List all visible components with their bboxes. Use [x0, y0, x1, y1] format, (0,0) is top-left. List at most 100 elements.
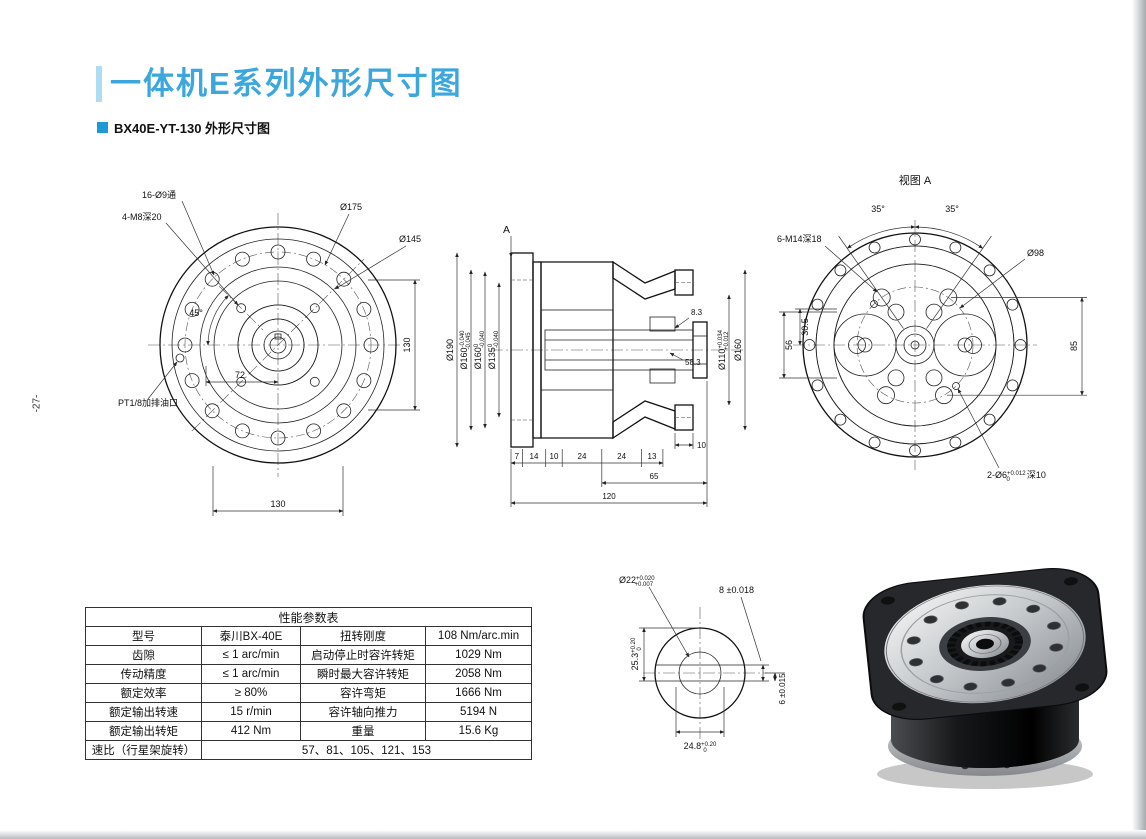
- dim-label-4-m8: 4-M8深20: [122, 212, 162, 222]
- dim-label-58-3: 58.3: [685, 358, 701, 367]
- subtitle: BX40E-YT-130 外形尺寸图: [97, 118, 270, 137]
- table-cell: 额定效率: [85, 683, 202, 703]
- dim-label-130-horizontal: 130: [270, 499, 285, 509]
- dim-label-oil-port: PT1/8加排油口: [118, 397, 178, 408]
- table-cell: 1666 Nm: [424, 683, 533, 703]
- title-accent-bar: [96, 66, 102, 102]
- section-geometry: [510, 252, 708, 448]
- dim-label-65: 65: [650, 472, 659, 481]
- table-cell: 108 Nm/arc.min: [424, 626, 533, 646]
- dim-label-d160-b: Ø1600-0.040: [473, 330, 486, 369]
- table-cell: ≤ 1 arc/min: [201, 664, 301, 684]
- table-row: 额定输出转矩 412 Nm 重量 15.6 Kg: [85, 721, 533, 741]
- detail-centerlines: [643, 607, 767, 741]
- section-arrow-label-a: A: [503, 224, 510, 236]
- table-cell: 15.6 Kg: [424, 721, 533, 741]
- table-cell: 传动精度: [85, 664, 202, 684]
- shaft-detail-drawing: Ø22+0.020+0.007 8 ±0.018 25.3+0.200 6 ±0…: [619, 575, 787, 754]
- photo-gear-teeth: [947, 621, 1023, 667]
- dim-label-72: 72: [235, 370, 245, 380]
- dim-label-85: 85: [1069, 341, 1079, 351]
- rear-pin-holes: [870, 300, 960, 390]
- table-cell: 5194 N: [424, 702, 533, 722]
- table-cell: ≤ 1 arc/min: [201, 645, 301, 665]
- table-cell-ratio-values: 57、81、105、121、153: [200, 740, 533, 760]
- table-ratio-row: 速比（行星架旋转） 57、81、105、121、153: [85, 740, 533, 760]
- table-cell-ratio-label: 速比（行星架旋转）: [85, 740, 202, 760]
- table-row: 额定输出转速 15 r/min 容许轴向推力 5194 N: [85, 702, 533, 722]
- photo-bolt-holes: [906, 597, 1064, 691]
- table-cell: 额定输出转速: [85, 702, 202, 722]
- table-cell: 1029 Nm: [424, 645, 533, 665]
- table-cell: 15 r/min: [201, 702, 301, 722]
- page-edge-bottom: [0, 830, 1146, 839]
- rear-inner-holes: [887, 303, 943, 387]
- front-geometry: [159, 226, 397, 464]
- front-view-drawing: 16-Ø9通 4-M8深20 Ø175 Ø145 45° PT1/8加排油口 7…: [118, 190, 421, 516]
- front-m8-holes: [236, 303, 320, 387]
- table-cell: 扭转刚度: [300, 626, 426, 646]
- table-title-row: 性能参数表: [84, 607, 533, 627]
- dim-label-d160-right: Ø160: [733, 339, 743, 361]
- dim-label-24a: 24: [578, 452, 587, 461]
- dim-label-d110: Ø110+0.034+0.012: [717, 329, 730, 370]
- view-a-title: 视图 A: [899, 173, 932, 187]
- dim-label-25-3: 25.3+0.200: [630, 637, 643, 670]
- table-cell: 重量: [300, 721, 426, 741]
- table-cell: 412 Nm: [201, 721, 301, 741]
- dim-label-d98: Ø98: [1027, 248, 1044, 258]
- table-cell: 容许轴向推力: [300, 702, 426, 722]
- table-cell: 容许弯矩: [300, 683, 426, 703]
- dim-label-8-3: 8.3: [691, 308, 703, 317]
- section-view-drawing: A Ø190 Ø160-0.040-0.045 Ø1600-0.040 Ø135…: [445, 224, 747, 507]
- dim-label-56: 56: [784, 340, 794, 350]
- rear-view-drawing: 视图 A: [777, 173, 1087, 483]
- table-cell: ≥ 80%: [201, 683, 301, 703]
- front-dimensions: 16-Ø9通 4-M8深20 Ø175 Ø145 45° PT1/8加排油口 7…: [118, 190, 421, 516]
- dim-label-6-m14: 6-M14深18: [777, 234, 822, 244]
- table-cell: 齿隙: [85, 645, 202, 665]
- table-cell: 型号: [85, 626, 202, 646]
- table-cell: 额定输出转矩: [85, 721, 202, 741]
- table-title: 性能参数表: [84, 607, 533, 627]
- subtitle-bullet-icon: [97, 122, 108, 133]
- dim-label-16-holes: 16-Ø9通: [142, 190, 176, 200]
- page-title: 一体机E系列外形尺寸图: [110, 66, 463, 101]
- dim-label-120: 120: [602, 492, 616, 501]
- table-row: 额定效率 ≥ 80% 容许弯矩 1666 Nm: [85, 683, 533, 703]
- dim-label-d160-a: Ø160-0.040-0.045: [459, 330, 472, 370]
- dim-label-45deg: 45°: [189, 308, 203, 318]
- table-cell: 瞬时最大容许转矩: [300, 664, 426, 684]
- table-cell: 泰川BX-40E: [201, 626, 301, 646]
- table-cell: 2058 Nm: [424, 664, 533, 684]
- dim-label-8: 8 ±0.018: [719, 585, 754, 595]
- rear-geometry: [802, 232, 1028, 458]
- dim-label-d145: Ø145: [399, 234, 421, 244]
- dim-label-35-right: 35°: [945, 204, 959, 214]
- rear-centerlines: [793, 220, 1037, 470]
- detail-dimensions: Ø22+0.020+0.007 8 ±0.018 25.3+0.200 6 ±0…: [619, 575, 787, 754]
- dim-label-7: 7: [515, 452, 520, 461]
- page-edge-right: [1132, 0, 1146, 839]
- dim-label-24b: 24: [617, 452, 626, 461]
- dim-label-10b: 10: [550, 452, 559, 461]
- page-number: -27-: [31, 394, 43, 413]
- table-row: 齿隙 ≤ 1 arc/min 启动停止时容许转矩 1029 Nm: [85, 645, 533, 665]
- front-oil-port-hole: [175, 353, 185, 363]
- dim-label-10: 10: [697, 441, 706, 450]
- subtitle-text: BX40E-YT-130 外形尺寸图: [114, 121, 271, 136]
- dim-label-30-5: 30.5: [800, 318, 810, 336]
- dim-label-d190: Ø190: [445, 339, 455, 361]
- dim-label-35-left: 35°: [871, 204, 885, 214]
- dim-label-d22: Ø22+0.020+0.007: [619, 575, 655, 588]
- table-row: 传动精度 ≤ 1 arc/min 瞬时最大容许转矩 2058 Nm: [85, 664, 533, 684]
- dim-label-13: 13: [648, 452, 657, 461]
- product-photo: [862, 567, 1108, 789]
- rear-dimensions: 35° 35° 6-M14深18 Ø98 85 56 30.5 2-Ø6+: [777, 204, 1087, 483]
- section-dimensions: A Ø190 Ø160-0.040-0.045 Ø1600-0.040 Ø135…: [445, 224, 747, 507]
- table-cell: 启动停止时容许转矩: [300, 645, 426, 665]
- dim-label-d175: Ø175: [340, 202, 362, 212]
